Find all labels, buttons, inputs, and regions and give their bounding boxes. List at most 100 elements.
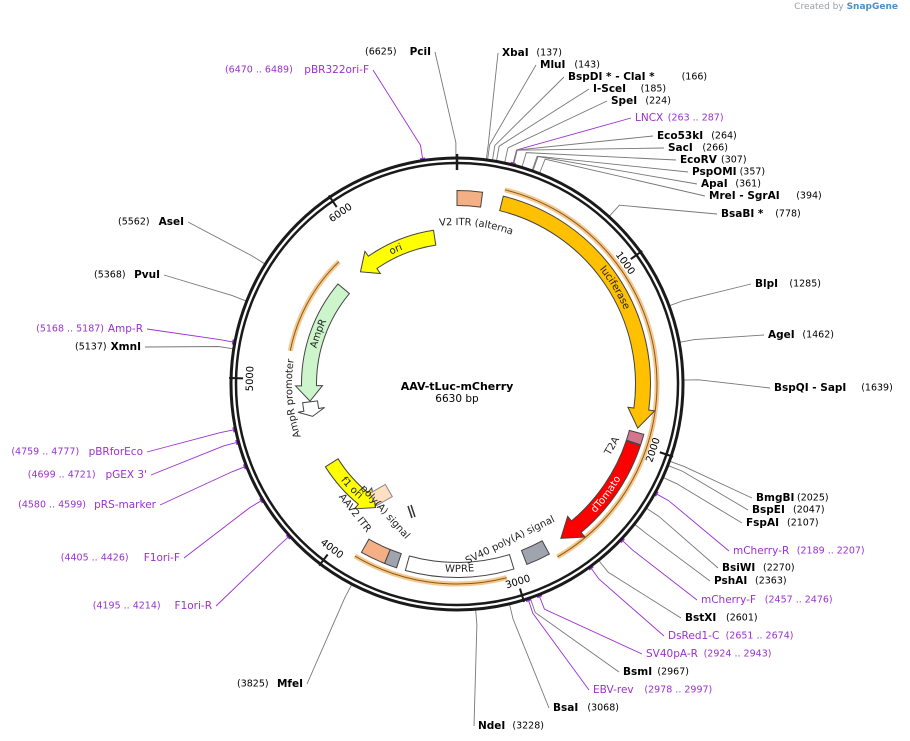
feature-label-dtomato: dTomato xyxy=(589,474,623,515)
site-i-scei[interactable]: I-SceI(185) xyxy=(593,83,666,95)
site-pbrforeco[interactable]: pBRforEco(4759 .. 4777) xyxy=(11,446,143,458)
site-apai[interactable]: ApaI(361) xyxy=(701,178,761,190)
feature-sv40[interactable] xyxy=(520,540,551,566)
site-position: (4405 .. 4426) xyxy=(61,553,129,564)
plasmid-length: 6630 bp xyxy=(435,393,479,405)
site-name: pBRforEco xyxy=(89,446,143,458)
site-leader xyxy=(679,334,765,343)
feature-dtomato[interactable] xyxy=(560,440,642,539)
site-bstxi[interactable]: BstXI(2601) xyxy=(685,612,758,624)
site-bspqi-sapi[interactable]: BspQI - SapI(1639) xyxy=(774,382,893,394)
feature-ori[interactable] xyxy=(359,229,437,275)
site-amp-r[interactable]: Amp-R(5168 .. 5187) xyxy=(36,323,143,335)
site-name: BsiWI xyxy=(722,562,755,574)
site-name: BsaI xyxy=(553,702,578,714)
site-position: (143) xyxy=(574,60,600,71)
site-pbr322ori-f[interactable]: pBR322ori-F(6470 .. 6489) xyxy=(225,64,369,76)
site-leader xyxy=(163,274,247,302)
site-leader xyxy=(183,499,263,559)
site-bsmi[interactable]: BsmI (2967) xyxy=(623,666,689,678)
site-mcherry-r[interactable]: mCherry-R(2189 .. 2207) xyxy=(733,545,865,557)
site-xbai[interactable]: XbaI(137) xyxy=(502,47,562,59)
site-leader xyxy=(621,539,698,601)
site-name: EcoRV xyxy=(680,154,718,166)
site-pshai[interactable]: PshAI(2363) xyxy=(714,575,787,587)
site-ecorv[interactable]: EcoRV(307) xyxy=(680,154,747,166)
site-agei[interactable]: AgeI(1462) xyxy=(768,329,834,341)
site-position: (2978 .. 2997) xyxy=(644,685,712,696)
site-name: AseI xyxy=(159,216,184,228)
site-position: (4195 .. 4214) xyxy=(93,601,161,612)
site-mrei-sgrai[interactable]: MreI - SgrAI(394) xyxy=(709,190,822,202)
site-leader xyxy=(683,379,771,389)
site-asei[interactable]: AseI(5562) xyxy=(118,216,184,228)
site-leader xyxy=(434,51,457,158)
site-bsai[interactable]: BsaI(3068) xyxy=(553,702,619,714)
feature-t2a[interactable] xyxy=(625,429,645,446)
site-leader xyxy=(663,477,743,524)
site-dsred1-c[interactable]: DsRed1-C(2651 .. 2674) xyxy=(668,630,793,642)
site-leader xyxy=(538,594,643,655)
site-position: (6470 .. 6489) xyxy=(225,65,293,76)
site-bmgbi[interactable]: BmgBI(2025) xyxy=(756,492,829,504)
site-name: SacI xyxy=(668,142,693,154)
site-blpi[interactable]: BlpI(1285) xyxy=(755,278,821,290)
credit-prefix: Created by xyxy=(794,2,844,12)
site-leader xyxy=(634,524,711,582)
site-f1ori-r[interactable]: F1ori-R(4195 .. 4214) xyxy=(93,600,212,612)
site-mfei[interactable]: MfeI(3825) xyxy=(237,678,303,690)
snapgene-logo: SnapGene xyxy=(846,2,898,12)
site-bspei[interactable]: BspEI (2047) xyxy=(752,504,825,516)
feature-label-ori: ori xyxy=(388,242,404,257)
feature-wpre[interactable] xyxy=(404,553,515,578)
site-saci[interactable]: SacI (266) xyxy=(668,142,728,154)
site-prs-marker[interactable]: pRS-marker(4580 .. 4599) xyxy=(18,499,157,511)
feature-itr[interactable] xyxy=(360,538,391,565)
site-pspomi[interactable]: PspOMI(357) xyxy=(692,166,765,178)
site-pcii[interactable]: PciI(6625) xyxy=(365,46,431,58)
site-position: (266) xyxy=(702,143,728,154)
site-eco53ki[interactable]: Eco53kI(264) xyxy=(657,130,737,142)
site-name: BspEI xyxy=(752,504,785,516)
scale-tick xyxy=(327,194,338,208)
site-position: (6625) xyxy=(365,47,397,58)
site-position: (394) xyxy=(796,191,822,202)
site-fspai[interactable]: FspAI(2107) xyxy=(746,517,819,529)
site-pvui[interactable]: PvuI(5368) xyxy=(94,269,160,281)
site-leader xyxy=(159,465,247,506)
site-name: ApaI xyxy=(701,178,728,190)
feature-ampr-prom[interactable] xyxy=(297,400,325,417)
feature-luciferase[interactable] xyxy=(499,195,656,429)
site-position: (2967) xyxy=(657,667,689,678)
site-leader xyxy=(539,158,706,197)
site-xmni[interactable]: XmnI(5137) xyxy=(75,341,141,353)
feature-itr-mini[interactable] xyxy=(369,483,393,507)
site-name: PshAI xyxy=(714,575,747,587)
site-position: (2047) xyxy=(793,505,825,516)
site-position: (1285) xyxy=(789,279,821,290)
site-bspdi-clai[interactable]: BspDI * - ClaI *(166) xyxy=(568,71,707,83)
plasmid-name: AAV-tLuc-mCherry xyxy=(401,380,514,393)
site-ebv-rev[interactable]: EBV-rev(2978 .. 2997) xyxy=(593,684,712,696)
feature-ampr[interactable] xyxy=(294,283,351,402)
site-pgex-3[interactable]: pGEX 3'(4699 .. 4721) xyxy=(28,469,147,481)
site-spei[interactable]: SpeI(224) xyxy=(611,95,671,107)
site-lncx[interactable]: LNCX(263 .. 287) xyxy=(635,112,724,124)
site-leader xyxy=(485,52,499,160)
site-leader xyxy=(187,221,266,265)
site-name: BsmI xyxy=(623,666,652,678)
site-sv40pa-r[interactable]: SV40pA-R(2924 .. 2943) xyxy=(646,648,771,660)
site-bsabi[interactable]: BsaBI *(778) xyxy=(721,208,801,220)
site-leader xyxy=(512,117,632,165)
site-leader xyxy=(215,535,290,607)
site-mlui[interactable]: MluI(143) xyxy=(540,59,600,71)
feature-f1ori[interactable] xyxy=(324,458,377,510)
feature-label-itr-alt: AAV2 ITR (alternate) xyxy=(0,0,515,238)
site-mcherry-f[interactable]: mCherry-F(2457 .. 2476) xyxy=(701,594,833,606)
feature-itr-alt[interactable] xyxy=(456,189,484,208)
site-f1ori-f[interactable]: F1ori-F(4405 .. 4426) xyxy=(61,552,180,564)
site-ndei[interactable]: NdeI(3228) xyxy=(478,720,544,732)
site-bsiwi[interactable]: BsiWI(2270) xyxy=(722,562,795,574)
site-position: (137) xyxy=(536,48,562,59)
